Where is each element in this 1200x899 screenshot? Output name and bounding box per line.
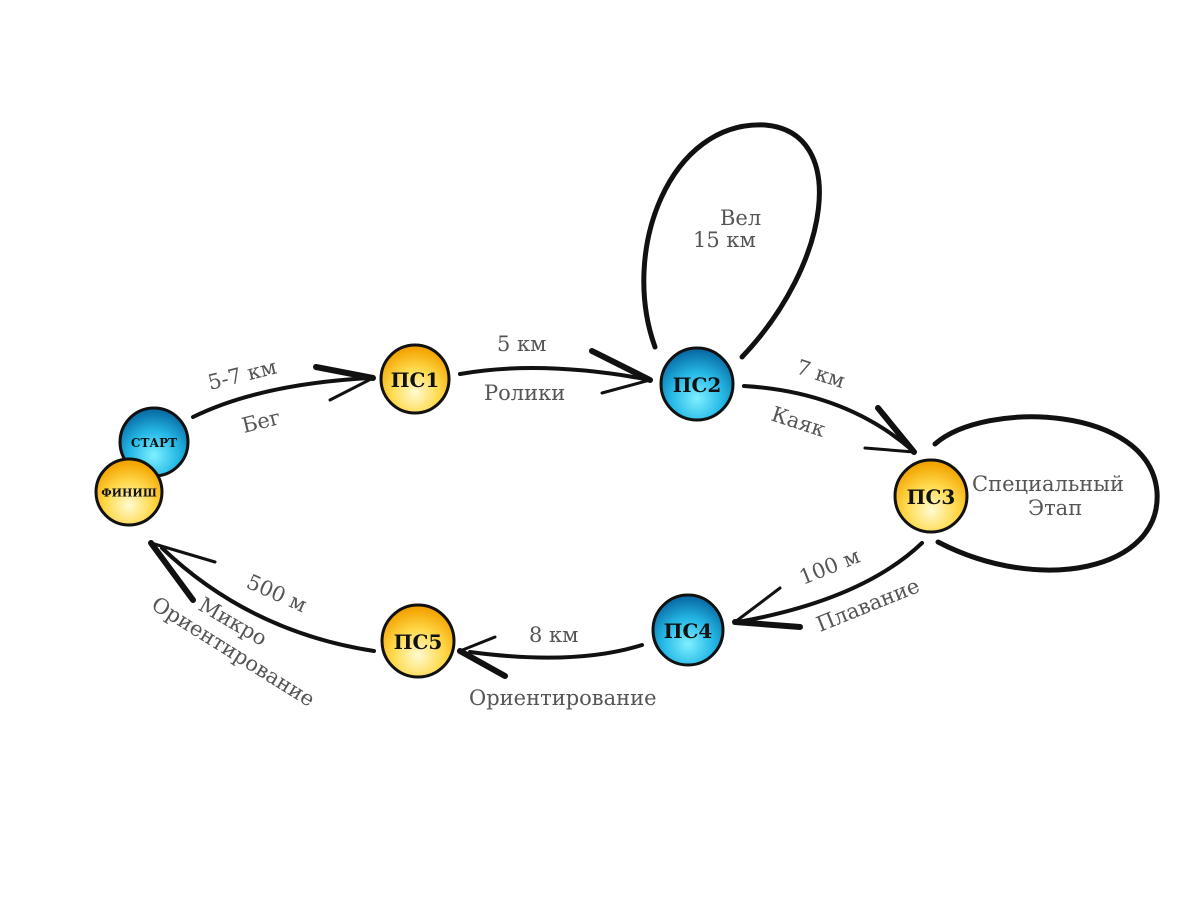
edge-bike-loop bbox=[641, 122, 822, 360]
node-ps1: ПС1 bbox=[379, 343, 451, 415]
kayak-activity-label: Каяк bbox=[768, 402, 828, 442]
run-activity-label: Бег bbox=[239, 405, 283, 438]
edge-rollers bbox=[458, 348, 653, 395]
svg-text:ПС3: ПС3 bbox=[907, 485, 956, 509]
orient-distance-label: 8 км bbox=[529, 623, 579, 647]
node-ps2: ПС2 bbox=[659, 346, 735, 422]
node-ps5: ПС5 bbox=[380, 603, 456, 679]
edge-orient bbox=[457, 635, 644, 679]
micro-distance-label: 500 м bbox=[243, 570, 310, 618]
swim-distance-label: 100 м bbox=[796, 544, 863, 590]
edge-special-loop bbox=[932, 414, 1160, 573]
bike-distance-label: 15 км bbox=[693, 228, 756, 252]
edge-kayak bbox=[742, 384, 917, 455]
special-line2-label: Этап bbox=[1028, 496, 1082, 520]
rollers-activity-label: Ролики bbox=[484, 381, 565, 405]
node-ps3: ПС3 bbox=[893, 458, 969, 534]
special-line1-label: Специальный bbox=[972, 472, 1124, 496]
edge-run bbox=[191, 364, 376, 419]
run-distance-label: 5-7 км bbox=[205, 355, 279, 395]
svg-text:ФИНИШ: ФИНИШ bbox=[101, 487, 157, 500]
svg-text:СТАРТ: СТАРТ bbox=[131, 436, 177, 450]
svg-text:ПС5: ПС5 bbox=[394, 630, 443, 654]
node-ps4: ПС4 bbox=[651, 593, 725, 667]
edge-swim bbox=[732, 541, 924, 630]
svg-text:ПС2: ПС2 bbox=[673, 373, 722, 397]
rollers-distance-label: 5 км bbox=[497, 332, 547, 356]
bike-activity-label: Вел bbox=[720, 206, 761, 230]
svg-text:ПС4: ПС4 bbox=[664, 619, 713, 643]
svg-text:ПС1: ПС1 bbox=[391, 368, 440, 392]
kayak-distance-label: 7 км bbox=[793, 355, 847, 393]
edge-micro bbox=[148, 540, 376, 653]
orient-activity-label: Ориентирование bbox=[469, 686, 657, 710]
node-finish: ФИНИШ bbox=[94, 457, 164, 527]
